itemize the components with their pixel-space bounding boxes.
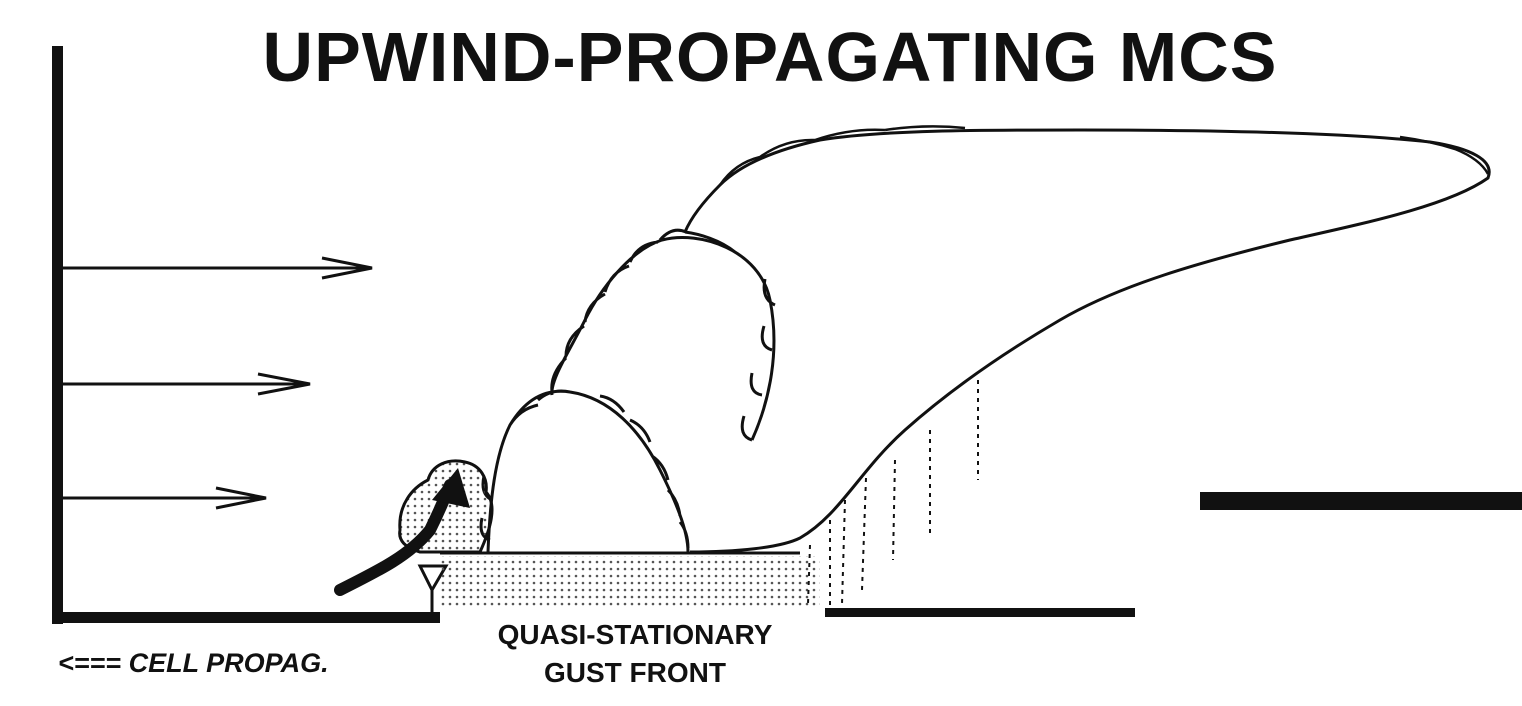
tall-tower-outline [550,228,776,442]
cell-propagation-label: <=== CELL PROPAG. [58,648,329,678]
ground-line-left [52,612,440,623]
anvil-cloud-outline [683,128,1491,554]
precipitation-shading [440,556,820,606]
gust-front-label-line2: GUST FRONT [544,657,726,688]
gust-front-marker [417,564,449,612]
anvil-top-scallops [718,125,1490,186]
anvil-precip-streaks [807,380,979,605]
ground-line-right [825,608,1135,617]
lower-tower-outline [479,389,690,553]
wind-arrow-top [63,256,373,280]
gust-front-label-line1: QUASI-STATIONARY [497,619,773,650]
gust-front-label: QUASI-STATIONARY GUST FRONT [440,616,830,692]
ground-line-far-right [1200,492,1522,510]
diagram-title: UPWIND-PROPAGATING MCS [262,18,1278,96]
inflow-arrowhead [432,468,470,508]
wind-arrow-bottom [63,486,267,510]
wind-arrow-middle [63,372,311,396]
vertical-axis [52,46,63,624]
